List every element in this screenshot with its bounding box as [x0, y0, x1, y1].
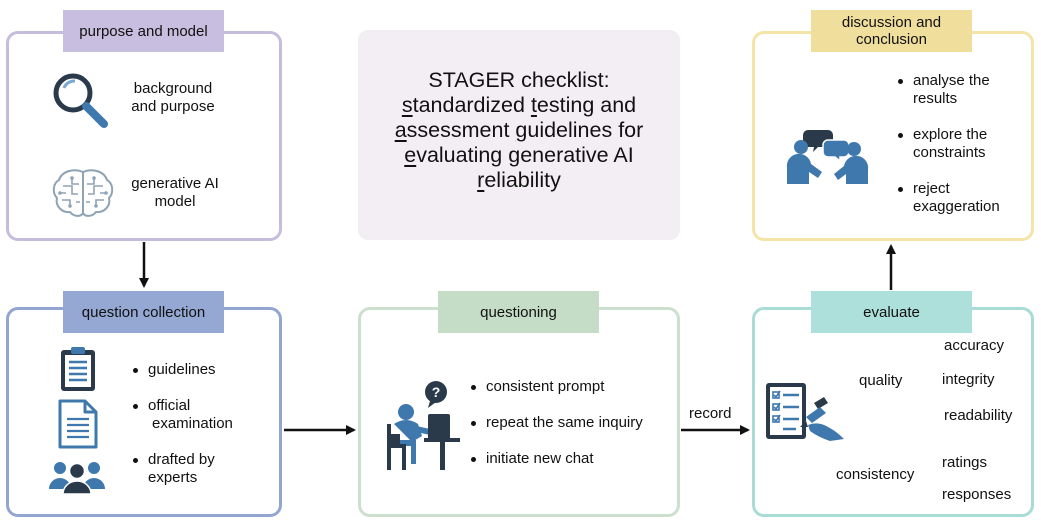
person-at-computer-icon: ?: [387, 381, 460, 470]
discussion-bullet-3: [898, 187, 903, 192]
acronym-letter: a: [394, 118, 407, 142]
stager-title: STAGER checklist: standardized testing a…: [394, 68, 644, 192]
questioning-item-3: initiate new chat: [486, 450, 594, 467]
questioning-bullet-3: [471, 457, 476, 462]
consistency-item-ratings: ratings: [942, 454, 988, 471]
collection-bullet-3: [133, 458, 138, 463]
question-collection-header: question collection: [63, 291, 224, 333]
questioning-header: questioning: [438, 291, 599, 333]
collection-item-drafted-by-experts: drafted by experts: [148, 451, 215, 486]
quality-label: quality: [859, 372, 903, 389]
collection-item-guidelines: guidelines: [148, 361, 216, 378]
title-panel: [358, 30, 680, 240]
quality-item-readability: readability: [944, 407, 1013, 424]
purpose-model-header: purpose and model: [63, 10, 224, 52]
consistency-item-responses: responses: [942, 486, 1012, 503]
purpose-model-box: [6, 31, 282, 241]
acronym-letter: s: [401, 93, 413, 117]
quality-item-integrity: integrity: [942, 371, 995, 388]
generative-ai-model-label: generative AI model: [131, 175, 219, 210]
clipboard-icon: [61, 347, 95, 391]
discussion-item-1: analyse the results: [913, 72, 990, 107]
collection-bullet-1: [133, 368, 138, 373]
collection-bullet-2: [133, 404, 138, 409]
questioning-item-1: consistent prompt: [486, 378, 605, 395]
magnifier-icon: [53, 73, 108, 128]
questioning-bullet-2: [471, 421, 476, 426]
questioning-item-2: repeat the same inquiry: [486, 414, 643, 431]
document-icon: [58, 399, 98, 449]
consistency-label: consistency: [836, 466, 915, 483]
evaluate-header: evaluate: [811, 291, 972, 333]
record-label: record: [689, 405, 732, 422]
discussion-bullet-2: [898, 133, 903, 138]
discussion-bullet-1: [898, 79, 903, 84]
discussion-item-3: reject exaggeration: [913, 180, 1000, 215]
discussion-header: discussion and conclusion: [811, 10, 972, 52]
acronym-letter: e: [404, 143, 417, 167]
discussion-item-2: explore the constraints: [913, 126, 988, 161]
checklist-pen-icon: [766, 383, 844, 441]
question-bubble-mark: ?: [432, 384, 441, 400]
ai-brain-icon: [52, 169, 114, 217]
experts-group-icon: [49, 462, 105, 495]
quality-item-accuracy: accuracy: [944, 337, 1005, 354]
acronym-letter: t: [530, 93, 537, 117]
discussion-people-icon: [786, 130, 869, 184]
collection-item-official-examination: official examination: [148, 397, 233, 432]
acronym-letter: g: [515, 118, 528, 142]
background-purpose-label: background and purpose: [131, 80, 215, 115]
acronym-letter: r: [477, 168, 485, 192]
questioning-bullet-1: [471, 385, 476, 390]
